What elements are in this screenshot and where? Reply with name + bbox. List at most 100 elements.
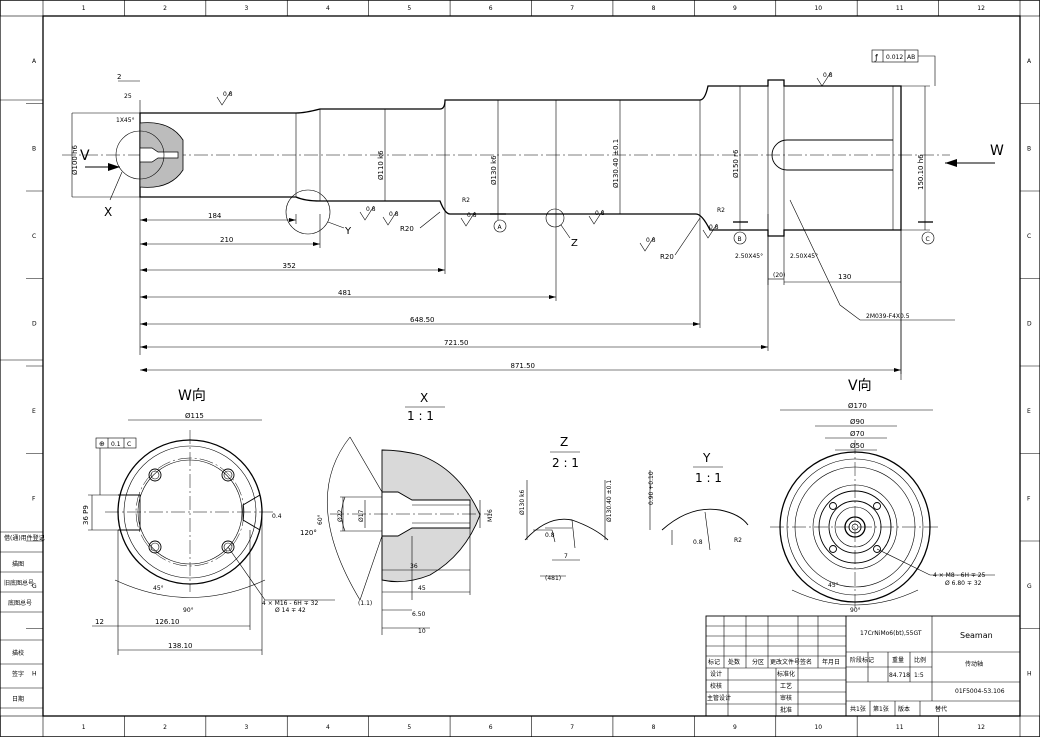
roughness-value: 0.8: [389, 211, 399, 218]
column-label: 4: [326, 724, 330, 731]
roughness-value: 0.8: [595, 210, 605, 217]
column-label: 5: [407, 724, 411, 731]
w-d2: 138.10: [168, 642, 193, 650]
column-label: 7: [570, 5, 574, 12]
datum-label: C: [926, 236, 930, 243]
radius-label: R20: [660, 253, 674, 261]
column-label: 1: [82, 724, 86, 731]
row-label: D: [32, 320, 37, 327]
row-label: F: [1027, 495, 1031, 502]
length-dim-value: 352: [283, 262, 296, 270]
w-direction-view: W向 Ø115 36 P9 ⊕ 0.1 C 4 × M16 - 6H ∓ 32 …: [82, 388, 335, 655]
strip-label: 签字: [12, 670, 24, 678]
w-d1: 126.10: [155, 618, 180, 626]
z-l1: 7: [564, 553, 568, 560]
strip-label: 旧底图总号: [4, 579, 34, 587]
strip-label: 日期: [12, 695, 24, 703]
tb-header: 更改文件号: [770, 658, 800, 666]
z-view-scale: 2 : 1: [552, 456, 579, 470]
roughness-symbol: [588, 209, 604, 225]
tb-drawing-no: 01F5004-53.106: [955, 688, 1005, 695]
runout-symbol: ƒ: [874, 53, 878, 62]
roughness-value: 0.8: [823, 72, 833, 79]
row-label: B: [1027, 145, 1031, 152]
y-d1: 0.90 +0.10: [648, 471, 655, 505]
w-dia: Ø115: [185, 412, 204, 420]
row-label: H: [1027, 670, 1032, 677]
tb-label: 校核: [710, 682, 722, 690]
tb-scale: 1:5: [914, 672, 924, 679]
row-label: H: [32, 670, 37, 677]
length-dim-value: 481: [338, 289, 351, 297]
y-r: R2: [734, 537, 742, 544]
column-label: 6: [489, 5, 493, 12]
detail-x-circle: [115, 130, 165, 180]
w-angle2: 90°: [183, 607, 194, 614]
roughness-symbol: [702, 223, 718, 239]
row-label: E: [32, 408, 36, 415]
y-rough: 0.8: [693, 539, 703, 546]
x-d3: M16: [487, 509, 494, 522]
v-dim: Ø90: [850, 418, 864, 426]
tb-material: 17CrNiMo6(bt),55GT: [860, 630, 922, 637]
tb-bottom: 共1张: [850, 705, 866, 713]
tb-label: 设计: [710, 670, 722, 678]
z-d2: Ø130.40 ±0.1: [606, 480, 613, 522]
v-dim: Ø70: [850, 430, 864, 438]
tb-weight: 84.718: [889, 672, 910, 679]
z-view-title: Z: [560, 435, 568, 449]
w-thread: 4 × M16 - 6H ∓ 32: [262, 600, 318, 607]
thread-callout: 2M039-F4X0.5: [866, 313, 910, 320]
top-zone-strip: [0, 0, 1040, 17]
column-label: 8: [652, 724, 656, 731]
column-label: 8: [652, 5, 656, 12]
column-label: 5: [407, 5, 411, 12]
runout-datum: AB: [907, 54, 915, 61]
runout-value: 0.012: [886, 54, 903, 61]
tb-label: 标准化: [777, 670, 795, 678]
tb-header: 签名: [800, 658, 812, 666]
tb-header: 处数: [728, 658, 740, 666]
tb-header: 分区: [752, 658, 764, 666]
datum-label: A: [498, 224, 503, 231]
row-label: B: [32, 145, 36, 152]
roughness-symbol: [816, 71, 832, 87]
x-l2: 45: [418, 585, 426, 592]
column-label: 7: [570, 724, 574, 731]
strip-label: 描校: [12, 649, 24, 657]
tb-right-label: 比例: [914, 656, 926, 664]
dia-label: Ø150 r6: [732, 149, 740, 178]
detail-y-circle: [285, 189, 331, 235]
x-view-scale: 1 : 1: [407, 409, 434, 423]
dia-label: Ø130 k6: [490, 155, 498, 185]
length-dim-value: 184: [208, 212, 222, 220]
view-w-label: W: [990, 143, 1004, 159]
roughness-symbol: [359, 205, 375, 221]
datum-b: [733, 231, 747, 245]
x-l4: 10: [418, 628, 426, 635]
w-key: 36 P9: [82, 505, 90, 525]
detail-z-circle: [545, 208, 565, 228]
roughness-value: 0.8: [366, 206, 376, 213]
v-direction-view: V向 Ø170 Ø90 Ø70 Ø50 4 × M8 - 6H ∓ 25 Ø 6…: [770, 378, 995, 614]
column-label: 2: [163, 5, 167, 12]
w-tol-value: 0.1: [111, 441, 121, 448]
column-label: 11: [896, 724, 904, 731]
dim-130: 130: [838, 273, 851, 281]
w-tol-datum: C: [127, 441, 131, 448]
column-label: 10: [814, 5, 822, 12]
roughness-value: 0.8: [467, 212, 477, 219]
w-view-title: W向: [178, 388, 206, 404]
left-revision-strip: 借(通)用件登记 旧底图总号 底图总号 签字 日期 描图 描校: [0, 99, 45, 709]
detail-y-label: Y: [344, 226, 352, 237]
chamfer2-label: 2.50X45°: [790, 253, 818, 260]
w-rough: 0.4: [272, 513, 282, 520]
tb-label: 批准: [780, 706, 792, 714]
roughness-value: 0.8: [223, 91, 233, 98]
z-detail-view: Z 2 : 1 Ø130 k6 Ø130.40 ±0.1 7 (481) 0.8: [519, 435, 613, 582]
